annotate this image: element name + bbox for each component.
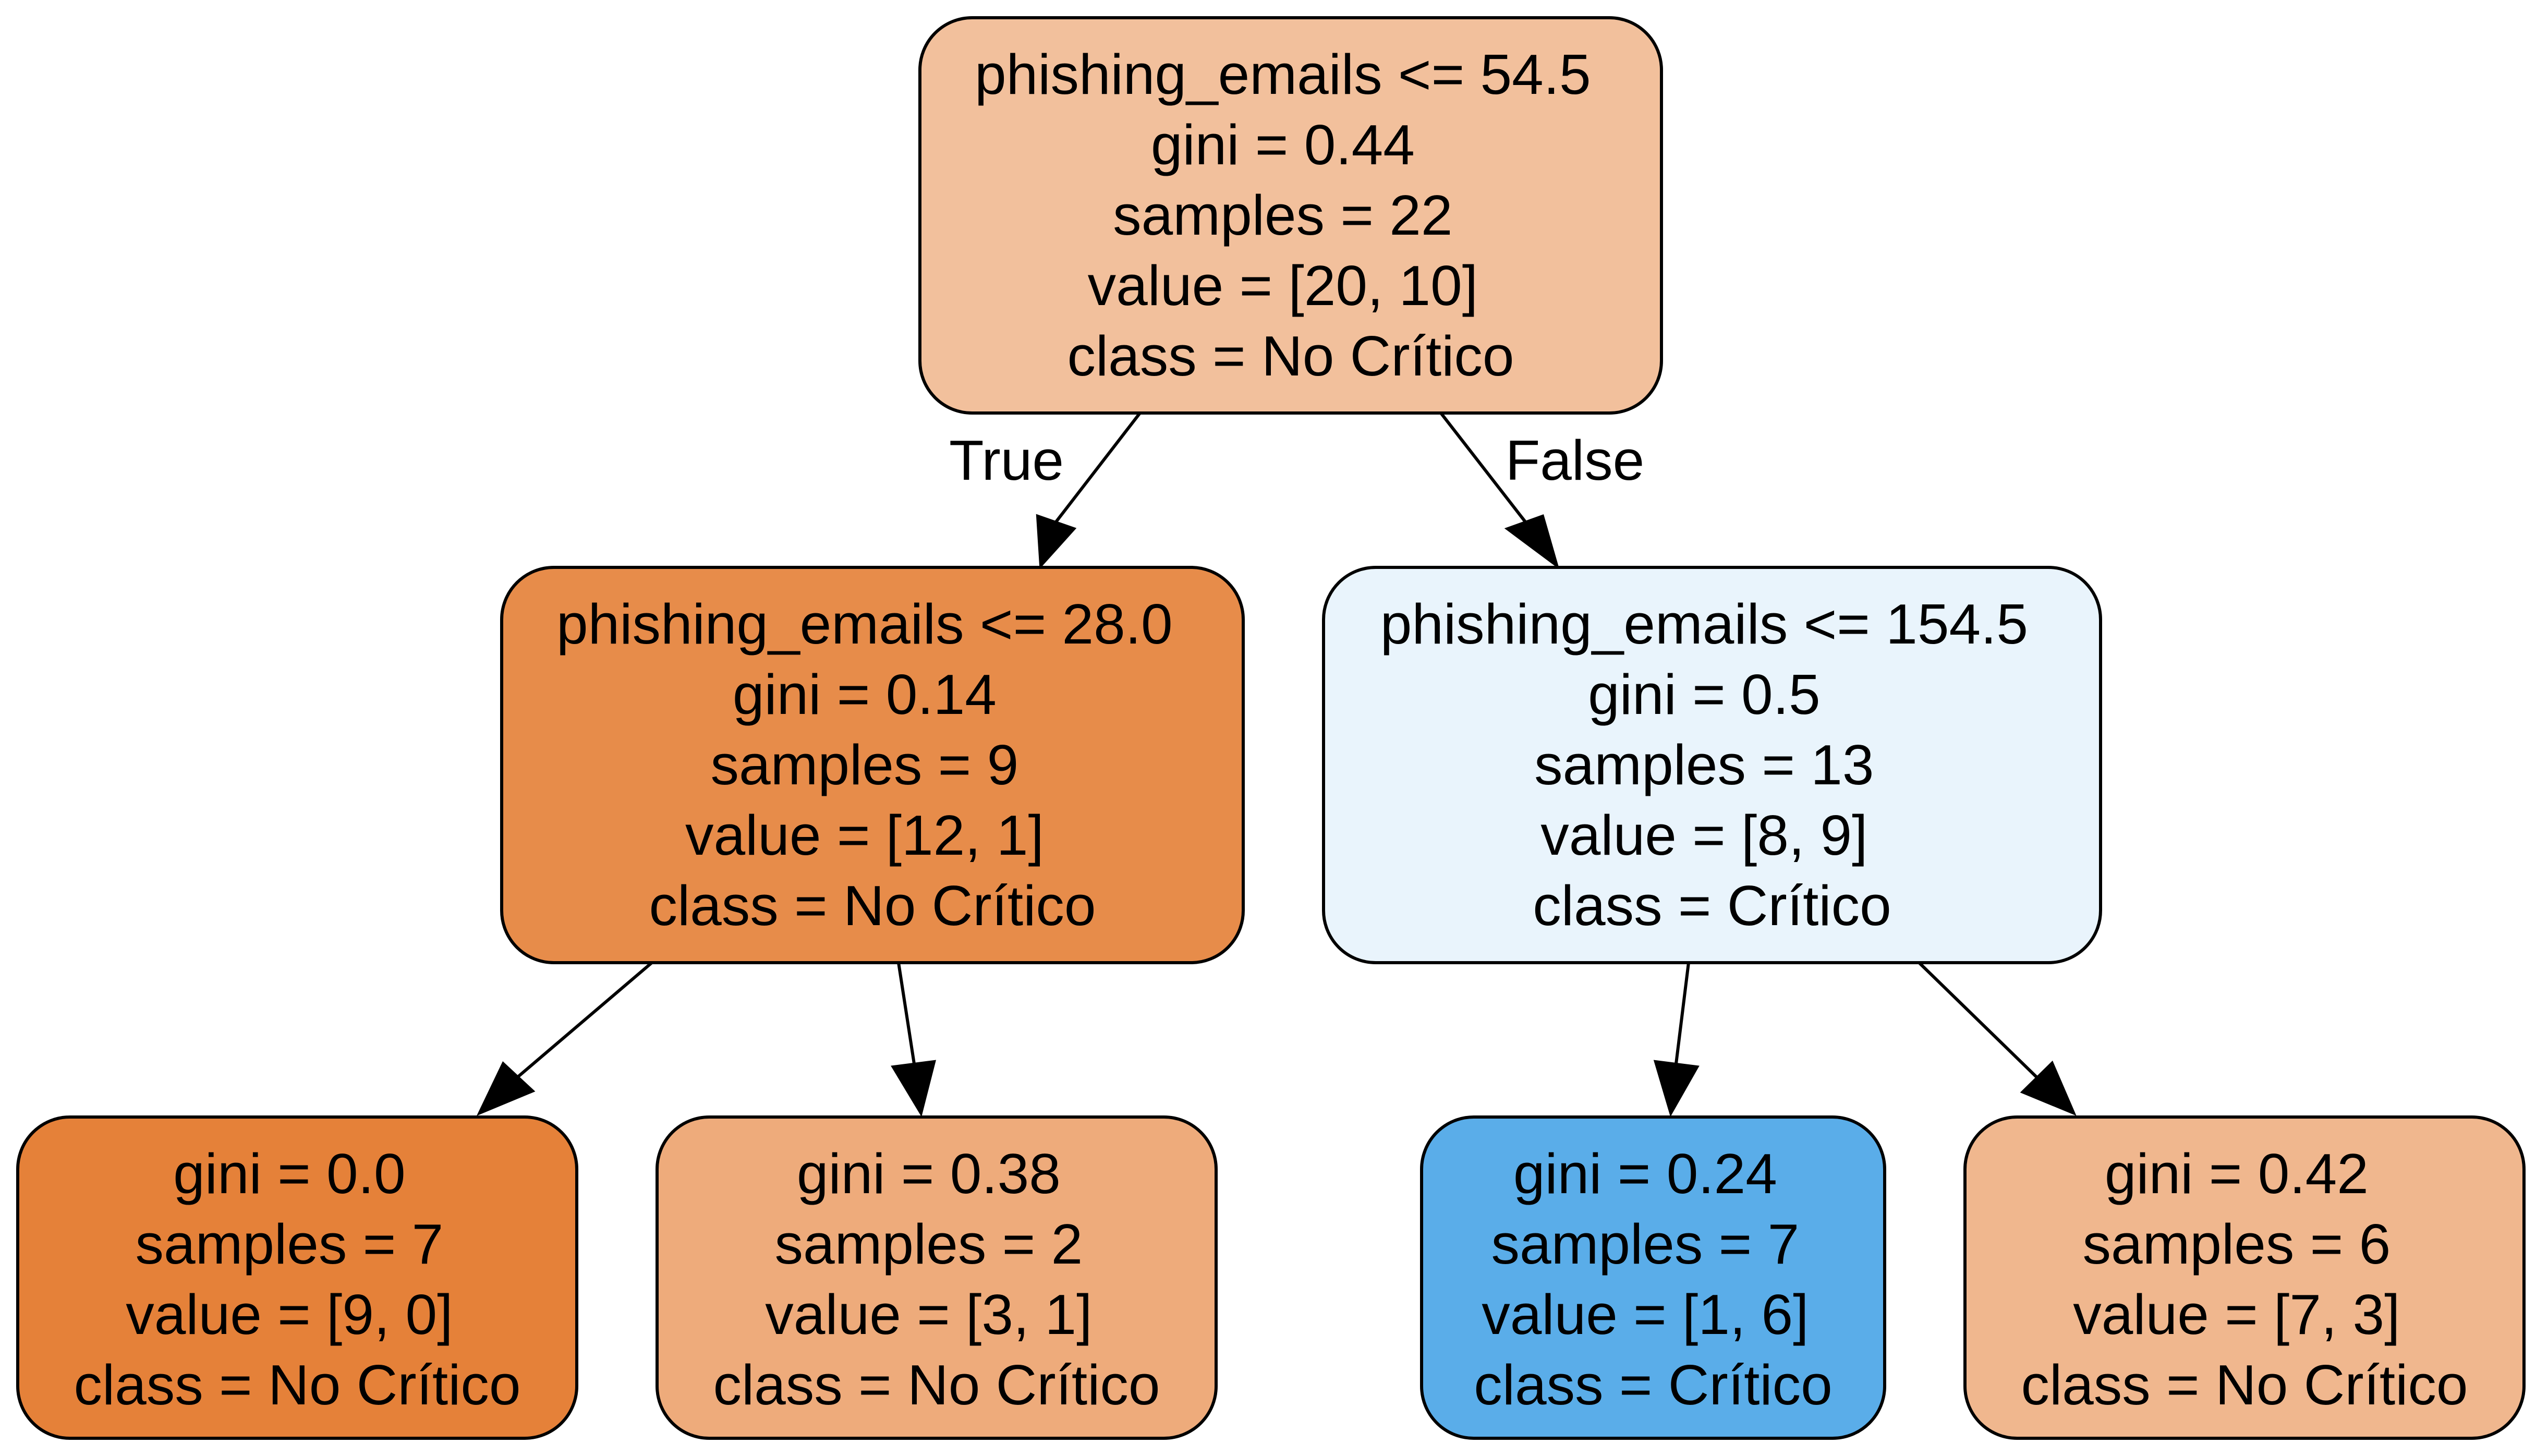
node-leaf-3-line-1: gini = 0.24 — [1513, 1142, 1777, 1206]
node-left-line-2: gini = 0.14 — [733, 663, 997, 726]
svg-text:gini = 0.38 samples = 2: gini = 0.38 samples = 2 value = [3, 1] c… — [713, 1142, 1160, 1417]
svg-text:gini = 0.24 samples = 7: gini = 0.24 samples = 7 value = [1, 6] c… — [1474, 1142, 1832, 1417]
node-right-line-3: samples = 13 — [1534, 733, 1874, 797]
node-leaf-1-box — [16, 1115, 578, 1440]
edge-left-leaf2 — [897, 962, 916, 1064]
svg-text:phishing_emails <= 28.0: phishing_emails <= 28.0 gini = 0.14 samp… — [556, 592, 1188, 938]
node-leaf-4-line-1: gini = 0.42 — [2105, 1142, 2369, 1206]
node-root: phishing_emails <= 54.5 gini = 0.44 samp… — [918, 16, 1663, 415]
edge-root-right — [1439, 412, 1527, 524]
node-leaf-2-line-2: samples = 2 — [774, 1212, 1083, 1276]
node-leaf-2-box — [656, 1115, 1218, 1440]
node-leaf-4-box — [1963, 1115, 2526, 1440]
node-left-line-4: value = [12, 1] — [685, 804, 1044, 867]
edge-label-false: False — [1506, 429, 1645, 492]
node-leaf-3-line-4: class = Crítico — [1474, 1353, 1832, 1417]
node-left-line-5: class = No Crítico — [649, 874, 1096, 938]
node-leaf-4-line-4: class = No Crítico — [2021, 1353, 2468, 1417]
node-left-line-3: samples = 9 — [710, 733, 1018, 797]
edge-label-true: True — [949, 429, 1064, 492]
node-left-box — [500, 566, 1245, 964]
node-leaf-2: gini = 0.38 samples = 2 value = [3, 1] c… — [656, 1115, 1218, 1440]
node-leaf-2-line-3: value = [3, 1] — [765, 1283, 1092, 1346]
node-leaf-3-box — [1420, 1115, 1886, 1440]
node-leaf-1: gini = 0.0 samples = 7 value = [9, 0] cl… — [16, 1115, 578, 1440]
node-right-box — [1322, 566, 2102, 964]
node-leaf-4-line-2: samples = 6 — [2082, 1212, 2391, 1276]
edge-left-leaf1 — [517, 961, 653, 1078]
node-left-line-1: phishing_emails <= 28.0 — [556, 592, 1173, 656]
node-root-line-1: phishing_emails <= 54.5 — [975, 43, 1591, 106]
node-root-line-5: class = No Crítico — [1067, 324, 1514, 388]
node-leaf-2-line-4: class = No Crítico — [713, 1353, 1160, 1417]
node-leaf-3-line-2: samples = 7 — [1491, 1212, 1799, 1276]
edge-right-leaf3 — [1675, 962, 1690, 1064]
node-right: phishing_emails <= 154.5 gini = 0.5 samp… — [1322, 566, 2102, 964]
arrow-left-leaf2 — [891, 1060, 936, 1117]
arrow-right-leaf3 — [1653, 1060, 1700, 1117]
node-root-line-2: gini = 0.44 — [1151, 113, 1415, 177]
node-right-line-1: phishing_emails <= 154.5 — [1380, 592, 2028, 656]
edge-right-leaf4 — [1918, 961, 2039, 1079]
node-leaf-2-line-1: gini = 0.38 — [797, 1142, 1061, 1206]
node-root-line-3: samples = 22 — [1113, 184, 1452, 247]
node-leaf-1-line-4: class = No Crítico — [74, 1353, 520, 1417]
node-right-line-2: gini = 0.5 — [1588, 663, 1820, 726]
svg-text:phishing_emails <= 154.5: phishing_emails <= 154.5 gini = 0.5 samp… — [1380, 592, 2044, 938]
node-leaf-4-line-3: value = [7, 3] — [2073, 1283, 2400, 1346]
arrow-root-left — [1036, 514, 1077, 569]
node-leaf-1-line-2: samples = 7 — [135, 1212, 443, 1276]
svg-text:gini = 0.0 samples = 7: gini = 0.0 samples = 7 value = [9, 0] cl… — [74, 1142, 520, 1417]
arrow-left-leaf1 — [476, 1061, 536, 1116]
node-right-line-4: value = [8, 9] — [1540, 804, 1867, 867]
node-right-line-5: class = Crítico — [1533, 874, 1891, 938]
arrow-right-leaf4 — [2020, 1060, 2077, 1116]
node-leaf-4: gini = 0.42 samples = 6 value = [7, 3] c… — [1963, 1115, 2526, 1440]
node-root-line-4: value = [20, 10] — [1088, 254, 1478, 318]
arrow-root-right — [1504, 514, 1560, 569]
node-left: phishing_emails <= 28.0 gini = 0.14 samp… — [500, 566, 1245, 964]
node-leaf-3: gini = 0.24 samples = 7 value = [1, 6] c… — [1420, 1115, 1886, 1440]
node-leaf-3-line-3: value = [1, 6] — [1482, 1283, 1809, 1346]
node-root-box — [918, 16, 1663, 415]
edge-root-left — [1054, 412, 1142, 524]
edges — [476, 412, 2077, 1117]
svg-text:phishing_emails <= 54.5: phishing_emails <= 54.5 gini = 0.44 samp… — [975, 43, 1607, 388]
node-leaf-1-line-3: value = [9, 0] — [126, 1283, 453, 1346]
svg-text:gini = 0.42 samples = 6: gini = 0.42 samples = 6 value = [7, 3] c… — [2021, 1142, 2468, 1417]
node-leaf-1-line-1: gini = 0.0 — [173, 1142, 405, 1206]
